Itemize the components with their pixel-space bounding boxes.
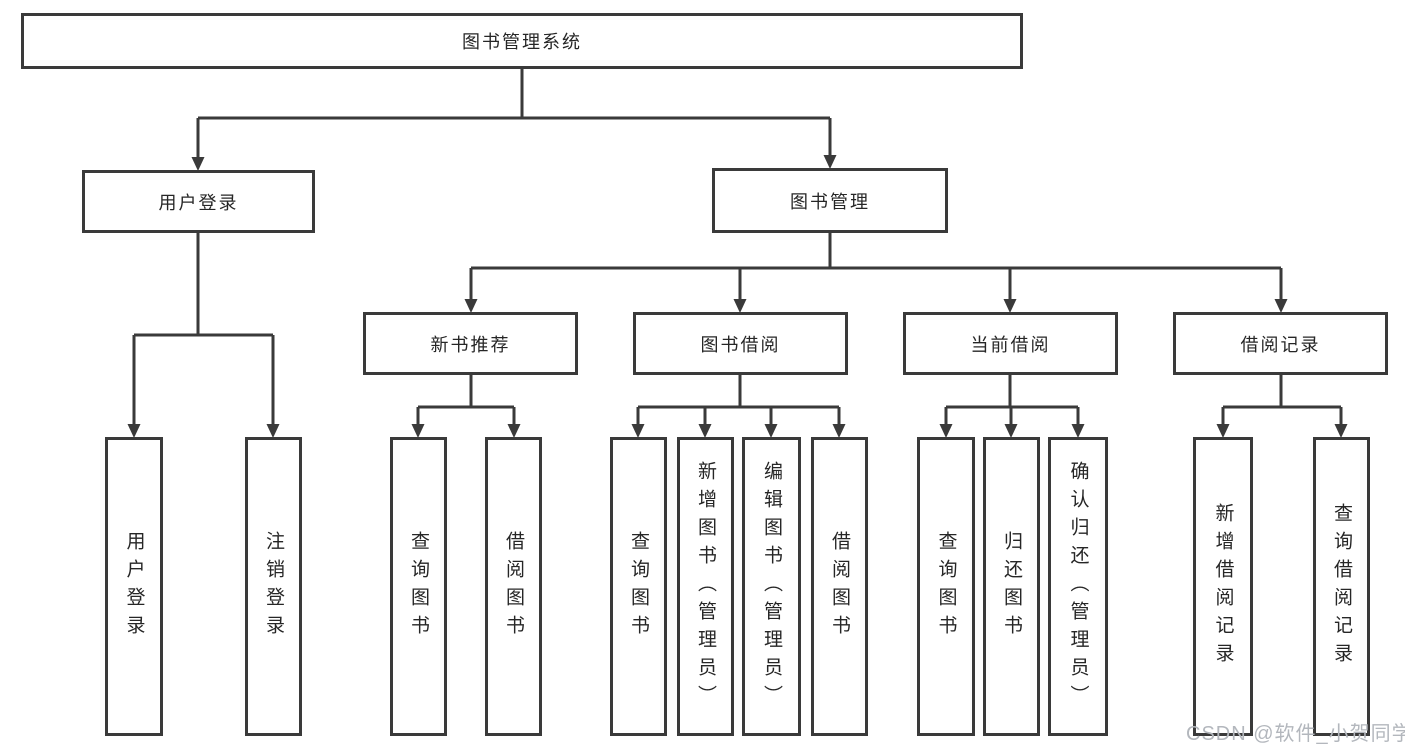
arrowhead-icon [411, 424, 425, 438]
arrowhead-icon [1071, 424, 1085, 438]
leaf-label: 确认归还（管理员） [1067, 460, 1089, 713]
arrowhead-icon [823, 155, 837, 169]
arrowhead-icon [939, 424, 953, 438]
node-label: 图书借阅 [700, 334, 781, 355]
leaf-add-borrow-record: 新增借阅记录 [1193, 437, 1253, 736]
arrowhead-icon [266, 424, 280, 438]
node-current-borrow: 当前借阅 [903, 312, 1118, 375]
leaf-edit-book-admin: 编辑图书（管理员） [742, 437, 801, 736]
leaf-query-book-borrow: 查询图书 [610, 437, 667, 736]
leaf-label: 归还图书 [1001, 530, 1022, 643]
leaf-label: 注销登录 [263, 530, 284, 643]
leaf-borrow-book-recommend: 借阅图书 [485, 437, 542, 736]
node-label: 借阅记录 [1240, 334, 1321, 355]
node-borrow-records: 借阅记录 [1173, 312, 1388, 375]
leaf-query-borrow-record: 查询借阅记录 [1313, 437, 1370, 736]
leaf-logout: 注销登录 [245, 437, 302, 736]
arrowhead-icon [507, 424, 521, 438]
arrowhead-icon [127, 424, 141, 438]
leaf-label: 查询借阅记录 [1331, 502, 1352, 671]
leaf-label: 新增借阅记录 [1212, 502, 1234, 671]
arrowhead-icon [191, 157, 205, 171]
arrowhead-icon [733, 299, 747, 313]
arrowhead-icon [1003, 299, 1017, 313]
leaf-label: 查询图书 [628, 530, 649, 643]
arrowhead-icon [698, 424, 712, 438]
arrowhead-icon [631, 424, 645, 438]
node-user-login: 用户登录 [82, 170, 315, 233]
leaf-label: 查询图书 [935, 530, 957, 643]
leaf-label: 编辑图书（管理员） [761, 460, 782, 713]
leaf-return-book: 归还图书 [983, 437, 1040, 736]
node-root-label: 图书管理系统 [462, 32, 582, 52]
leaf-query-book-recommend: 查询图书 [390, 437, 447, 736]
arrowhead-icon [1216, 424, 1230, 438]
leaf-label: 用户登录 [123, 530, 145, 643]
node-label: 当前借阅 [970, 334, 1051, 355]
arrowhead-icon [1334, 424, 1348, 438]
leaf-label: 借阅图书 [829, 530, 850, 643]
node-root: 图书管理系统 [21, 13, 1023, 69]
leaf-query-book-current: 查询图书 [917, 437, 975, 736]
arrowhead-icon [764, 424, 778, 438]
node-label: 图书管理 [790, 191, 870, 212]
leaf-user-login: 用户登录 [105, 437, 163, 736]
watermark: CSDN @软件_小贺同学 [1186, 723, 1405, 745]
leaf-label: 查询图书 [408, 530, 429, 643]
leaf-label: 新增图书（管理员） [695, 460, 716, 713]
node-label: 新书推荐 [430, 334, 511, 355]
leaf-confirm-return-admin: 确认归还（管理员） [1048, 437, 1108, 736]
leaf-add-book-admin: 新增图书（管理员） [677, 437, 734, 736]
node-label: 用户登录 [158, 192, 239, 213]
arrowhead-icon [1004, 424, 1018, 438]
leaf-borrow-book: 借阅图书 [811, 437, 868, 736]
arrowhead-icon [832, 424, 846, 438]
arrowhead-icon [464, 299, 478, 313]
node-book-borrow: 图书借阅 [633, 312, 848, 375]
node-book-management: 图书管理 [712, 168, 948, 233]
arrowhead-icon [1274, 299, 1288, 313]
leaf-label: 借阅图书 [503, 530, 524, 643]
node-new-book-recommend: 新书推荐 [363, 312, 578, 375]
